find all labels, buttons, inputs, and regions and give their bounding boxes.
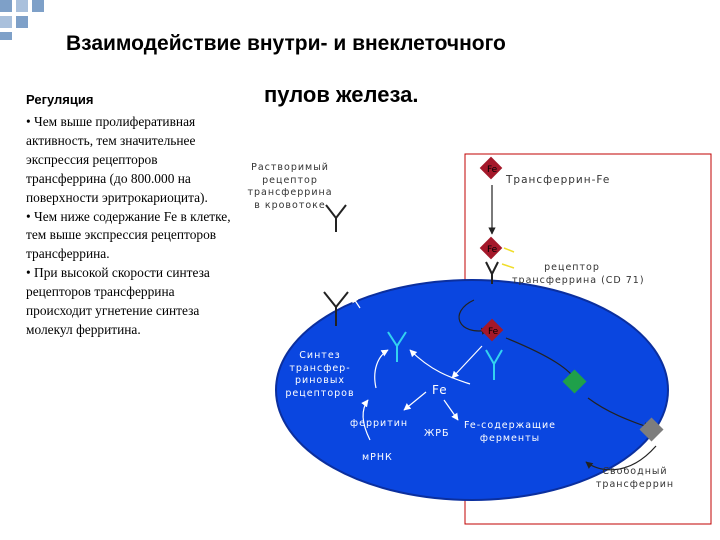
transferrin-fe-label: Трансферрин-Fe <box>506 174 611 186</box>
internalized-receptor-icon <box>485 349 503 380</box>
membrane-receptor-y <box>323 291 349 326</box>
receptor-cd71-label: рецептор трансферрина (CD 71) <box>512 262 645 286</box>
free-transferrin-label: Свободный трансферрин <box>595 466 675 490</box>
regulation-point: • При высокой скорости синтеза рецепторо… <box>26 265 210 337</box>
zhrb-label: ЖРБ <box>424 428 450 439</box>
page-title: Взаимодействие внутри- и внеклеточного <box>66 32 506 55</box>
synthesized-receptor-icon <box>387 331 407 362</box>
corner-decoration <box>0 0 60 40</box>
transferrin-fe-diamond: Fe <box>479 156 503 180</box>
ferritin-label: ферритин <box>350 418 409 429</box>
svg-text:Fe: Fe <box>487 165 498 175</box>
svg-text:Fe: Fe <box>488 327 499 337</box>
cell-body <box>275 279 669 501</box>
soluble-receptor-y <box>325 204 347 232</box>
regulation-text: • Чем выше пролиферативная активность, т… <box>26 113 236 340</box>
internalized-transferrin-diamond: Fe <box>480 318 504 342</box>
regulation-heading: Регуляция <box>26 92 94 107</box>
soluble-receptor-label: Растворимый рецептор трансферрина в кров… <box>247 162 333 211</box>
synthesis-label: Синтез трансфер- риновых рецепторов <box>285 350 355 399</box>
regulation-point: • Чем выше пролиферативная активность, т… <box>26 114 208 205</box>
regulation-point: • Чем ниже содержание Fe в клетке, тем в… <box>26 208 231 262</box>
page-title-continuation: пулов железа. <box>264 82 419 107</box>
mrna-label: мРНК <box>362 452 393 463</box>
svg-text:Fe: Fe <box>487 245 498 255</box>
fe-pool-label: Fe <box>432 383 448 397</box>
fe-enzymes-label: Fe-содержащие ферменты <box>463 420 557 444</box>
bound-receptor-y <box>485 261 499 284</box>
bound-transferrin-diamond: Fe <box>479 236 503 260</box>
